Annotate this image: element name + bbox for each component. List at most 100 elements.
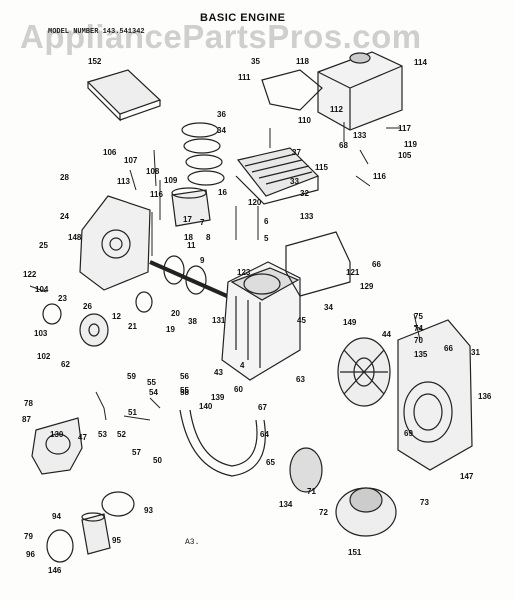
- part-label: 122: [23, 270, 37, 279]
- part-label: 16: [218, 188, 227, 197]
- part-label: 63: [296, 375, 305, 384]
- part-label: 25: [39, 241, 48, 250]
- part-label: 35: [251, 57, 260, 66]
- clamp-ring-illustration: [101, 491, 135, 517]
- air-filter-illustration: [81, 512, 111, 555]
- part-label: 73: [420, 498, 429, 507]
- part-label: 149: [343, 318, 357, 327]
- fuel-tank-illustration: [317, 51, 403, 131]
- part-label: 71: [307, 487, 316, 496]
- part-label: 133: [353, 131, 367, 140]
- part-label: 24: [60, 212, 69, 221]
- part-label: 95: [112, 536, 121, 545]
- part-label: 114: [414, 58, 427, 67]
- part-label: 148: [68, 233, 82, 242]
- part-label: 74: [414, 324, 423, 333]
- part-label: 62: [61, 360, 70, 369]
- part-label: 28: [60, 173, 69, 182]
- part-label: 151: [348, 548, 362, 557]
- bearing-illustration: [135, 291, 153, 313]
- part-label: 55: [147, 378, 156, 387]
- part-label: 93: [144, 506, 153, 515]
- part-label: 139: [211, 393, 225, 402]
- part-label: 50: [153, 456, 162, 465]
- part-label: 12: [112, 312, 121, 321]
- cylinder-head-illustration: [235, 147, 320, 205]
- part-label: 56: [180, 372, 189, 381]
- part-label: 123: [237, 268, 251, 277]
- part-label: 112: [330, 105, 343, 114]
- part-label: 6: [264, 217, 269, 226]
- part-label: 140: [199, 402, 213, 411]
- part-label: 55: [180, 386, 189, 395]
- figure-reference: A3.: [185, 538, 200, 547]
- part-label: 107: [124, 156, 138, 165]
- diagram-title: BASIC ENGINE: [200, 12, 286, 24]
- part-label: 111: [238, 73, 251, 82]
- part-label: 87: [22, 415, 31, 424]
- recoil-starter-illustration: [335, 487, 397, 537]
- filter-cup-illustration: [46, 529, 74, 563]
- part-label: 34: [217, 126, 226, 135]
- part-label: 65: [266, 458, 275, 467]
- part-label: 94: [52, 512, 61, 521]
- engine-block-illustration: [221, 261, 301, 381]
- part-label: 20: [171, 309, 180, 318]
- part-label: 96: [26, 550, 35, 559]
- part-label: 131: [212, 316, 226, 325]
- part-label: 152: [88, 57, 102, 66]
- part-label: 58: [180, 388, 189, 397]
- part-label: 18: [184, 233, 193, 242]
- part-label: 31: [471, 348, 480, 357]
- piston-rings-illustration: [181, 122, 225, 186]
- part-label: 43: [214, 368, 223, 377]
- part-label: 117: [398, 124, 411, 133]
- part-label: 102: [37, 352, 51, 361]
- owners-manual-illustration: [86, 69, 162, 122]
- air-baffle-illustration: [179, 409, 266, 477]
- part-label: 67: [258, 403, 267, 412]
- part-label: 38: [188, 317, 197, 326]
- part-label: 72: [319, 508, 328, 517]
- part-label: 129: [360, 282, 374, 291]
- oil-seal-illustration: [42, 303, 62, 325]
- shroud-bracket-illustration: [285, 231, 351, 297]
- part-label: 66: [444, 344, 453, 353]
- part-label: 79: [24, 532, 33, 541]
- part-label: 37: [292, 148, 301, 157]
- tank-bracket-illustration: [261, 69, 323, 111]
- part-label: 32: [300, 189, 309, 198]
- part-label: 47: [78, 433, 87, 442]
- part-label: 11: [187, 241, 196, 250]
- part-label: 59: [127, 372, 136, 381]
- part-label: 19: [166, 325, 175, 334]
- part-label: 34: [324, 303, 333, 312]
- part-label: 57: [132, 448, 141, 457]
- carburetor-illustration: [31, 417, 83, 475]
- part-label: 69: [404, 429, 413, 438]
- crankshaft-illustration: [149, 255, 237, 302]
- part-label: 109: [164, 176, 178, 185]
- part-label: 70: [414, 336, 423, 345]
- part-label: 147: [460, 472, 474, 481]
- part-label: 113: [117, 177, 130, 186]
- blower-housing-illustration: [397, 319, 473, 471]
- part-label: 75: [414, 312, 423, 321]
- part-label: 104: [35, 285, 49, 294]
- part-label: 103: [34, 329, 48, 338]
- part-label: 64: [260, 430, 269, 439]
- part-label: 115: [315, 163, 328, 172]
- part-label: 134: [279, 500, 293, 509]
- part-label: 4: [240, 361, 245, 370]
- part-label: 110: [298, 116, 311, 125]
- part-label: 21: [128, 322, 137, 331]
- part-label: 60: [234, 385, 243, 394]
- part-label: 36: [217, 110, 226, 119]
- crankcase-cover-illustration: [79, 195, 151, 291]
- part-label: 133: [300, 212, 314, 221]
- starter-pulley-illustration: [289, 447, 323, 493]
- part-label: 105: [398, 151, 412, 160]
- part-label: 54: [149, 388, 158, 397]
